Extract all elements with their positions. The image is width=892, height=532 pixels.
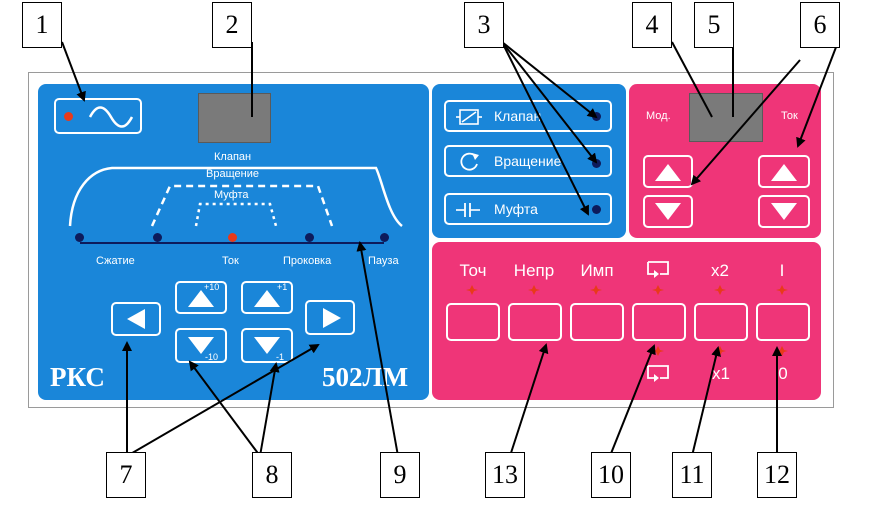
tok-up-button[interactable] [758, 155, 810, 188]
triangle-down-icon [771, 203, 797, 220]
cycle-start-icon [647, 261, 669, 278]
step-label-plus10: +10 [204, 282, 220, 292]
sine-indicator-box [54, 98, 142, 134]
callout-8: 8 [252, 452, 292, 498]
triangle-up-icon [655, 164, 681, 181]
mode-multiplier-button[interactable] [694, 303, 748, 341]
callout-4: 4 [632, 2, 672, 48]
triangle-left-icon [127, 309, 145, 329]
triangle-up-icon [188, 290, 214, 307]
callout-10: 10 [591, 452, 631, 498]
adjust-mod-label: Мод. [646, 110, 671, 122]
left-arrow-button[interactable] [111, 302, 161, 336]
mode-onoff-button[interactable] [756, 303, 810, 341]
main-display [198, 93, 271, 143]
step-label-plus1: +1 [277, 282, 288, 292]
callout-5: 5 [694, 2, 734, 48]
callout-12: 12 [757, 452, 797, 498]
waveform-label-mufta: Муфта [214, 189, 249, 201]
phase-led-prepress [153, 233, 162, 242]
mode-cycle-button[interactable] [632, 303, 686, 341]
brand-right: 502ЛМ [322, 362, 409, 392]
mod-down-button[interactable] [643, 195, 693, 228]
phase-label-szhatie: Сжатие [96, 255, 135, 267]
triangle-right-icon [323, 308, 341, 328]
mode-label-x1: x1 [712, 364, 730, 383]
callout-1: 1 [22, 2, 62, 48]
step-up-10-button[interactable] [175, 281, 227, 314]
step-label-minus1: -1 [276, 352, 285, 362]
adjust-tok-label: Ток [781, 110, 798, 122]
valve-icon [456, 109, 482, 125]
mode-label-nepr: Непр [513, 261, 555, 280]
triangle-down-icon [188, 337, 214, 354]
waveform-label-vrashchenie: Вращение [206, 168, 259, 180]
triangle-down-icon [655, 203, 681, 220]
callout-3: 3 [464, 2, 504, 48]
mode-imp-button[interactable] [570, 303, 624, 341]
mode-label-x2: x2 [711, 261, 729, 280]
mod-up-button[interactable] [643, 155, 693, 188]
phase-led-tok [228, 233, 237, 242]
output-klapan-label: Клапан [494, 108, 542, 124]
callout-13: 13 [485, 452, 525, 498]
sine-led [64, 112, 73, 121]
triangle-up-icon [771, 164, 797, 181]
clutch-icon [456, 203, 480, 217]
phase-label-tok: Ток [222, 255, 239, 267]
tok-down-button[interactable] [758, 195, 810, 228]
callout-9: 9 [380, 452, 420, 498]
mode-label-imp: Имп [580, 261, 614, 280]
output-vrashchenie-button[interactable]: Вращение [444, 145, 612, 177]
mode-toch-button[interactable] [446, 303, 500, 341]
cycle-repeat-icon [647, 365, 669, 382]
phase-label-pauza: Пауза [368, 255, 399, 267]
output-mufta-button[interactable]: Муфта [444, 193, 612, 225]
triangle-up-icon [254, 290, 280, 307]
phase-led-pauza [380, 233, 389, 242]
phase-label-prokovka: Проковка [283, 255, 332, 267]
output-mufta-led [592, 205, 601, 214]
step-label-minus10: -10 [205, 352, 219, 362]
step-down-10-button[interactable] [175, 328, 227, 363]
mode-label-i: I [779, 261, 785, 280]
waveform-label-klapan: Клапан [214, 151, 252, 163]
rotation-icon [460, 152, 479, 171]
callout-2: 2 [212, 2, 252, 48]
callout-11: 11 [672, 452, 712, 498]
right-arrow-button[interactable] [305, 300, 355, 335]
mode-label-toch: Точ [459, 261, 487, 280]
phase-led-szhatie [75, 233, 84, 242]
callout-7: 7 [106, 452, 146, 498]
mode-nepr-button[interactable] [508, 303, 562, 341]
phase-led-prokovka [305, 233, 314, 242]
output-vrashchenie-label: Вращение [494, 153, 562, 169]
step-down-1-button[interactable] [241, 328, 293, 363]
triangle-down-icon [254, 337, 280, 354]
sine-wave-icon [88, 106, 134, 128]
brand-left: РКС [50, 362, 105, 392]
step-up-1-button[interactable] [241, 281, 293, 314]
callout-6: 6 [800, 2, 840, 48]
mode-label-zero: 0 [778, 364, 788, 383]
output-mufta-label: Муфта [494, 201, 538, 217]
